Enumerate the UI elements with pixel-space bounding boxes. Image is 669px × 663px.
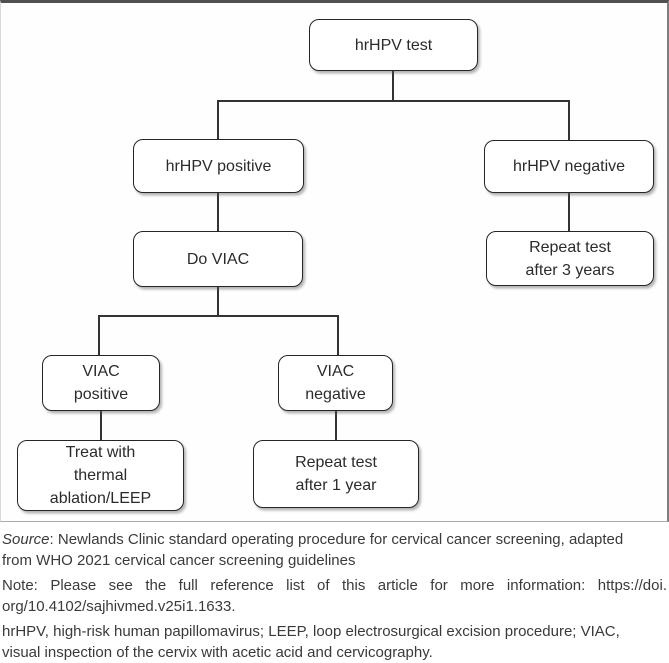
node-viac-negative: VIAC negative [278, 355, 393, 411]
abbreviations-note: hrHPV, high-risk human papillomavirus; L… [2, 623, 620, 661]
connector-branch2-to-viacpositive [98, 315, 100, 356]
connector-top-to-branch [392, 71, 394, 101]
connector-branch-horizontal-1 [217, 100, 570, 102]
connector-branch1-to-negative [568, 100, 570, 141]
source-note: Source: Newlands Clinic standard operati… [2, 529, 667, 571]
node-treat-thermal-ablation-leep: Treat with thermal ablation/LEEP [17, 440, 184, 511]
reference-note-line-1: Note: Please see the full reference list… [2, 577, 667, 594]
connector-viacnegative-to-repeat1y [335, 411, 337, 441]
node-hrhpv-positive-label: hrHPV positive [165, 157, 272, 175]
flowchart-canvas: hrHPV test hrHPV positive hrHPV negative… [0, 0, 669, 522]
reference-note: Note: Please see the full reference list… [2, 575, 667, 617]
node-hrhpv-test-label: hrHPV test [354, 36, 433, 54]
source-text: : Newlands Clinic standard operating pro… [2, 531, 624, 569]
connector-positive-to-doviac [217, 193, 219, 232]
node-viac-positive-label: VIAC positive [73, 363, 129, 403]
connector-branch2-to-viacnegative [337, 315, 339, 356]
node-do-viac-label: Do VIAC [186, 250, 250, 268]
source-label: Source [2, 531, 50, 548]
node-viac-positive: VIAC positive [42, 355, 160, 411]
node-hrhpv-negative-label: hrHPV negative [512, 158, 626, 175]
node-repeat-3-years: Repeat test after 3 years [486, 231, 654, 286]
node-repeat-1-year-label: Repeat test after 1 year [295, 454, 377, 494]
connector-branch1-to-positive [217, 100, 219, 140]
node-hrhpv-test: hrHPV test [309, 19, 478, 71]
connector-branch-horizontal-2 [98, 315, 339, 317]
node-repeat-3-years-label: Repeat test after 3 years [525, 238, 615, 279]
node-hrhpv-negative: hrHPV negative [484, 140, 654, 193]
node-treat-thermal-ablation-leep-label: Treat with thermal ablation/LEEP [49, 444, 152, 507]
connector-negative-to-repeat3y [568, 193, 570, 232]
connector-viacpositive-to-treat [100, 411, 102, 441]
connector-doviac-to-branch [217, 287, 219, 317]
node-repeat-1-year: Repeat test after 1 year [253, 440, 419, 508]
reference-note-line-2: org/10.4102/sajhivmed.v25i1.1633. [2, 598, 236, 615]
node-do-viac: Do VIAC [133, 231, 303, 287]
figure-caption: Source: Newlands Clinic standard operati… [0, 522, 669, 663]
node-viac-negative-label: VIAC negative [305, 363, 366, 403]
node-hrhpv-positive: hrHPV positive [133, 139, 304, 193]
